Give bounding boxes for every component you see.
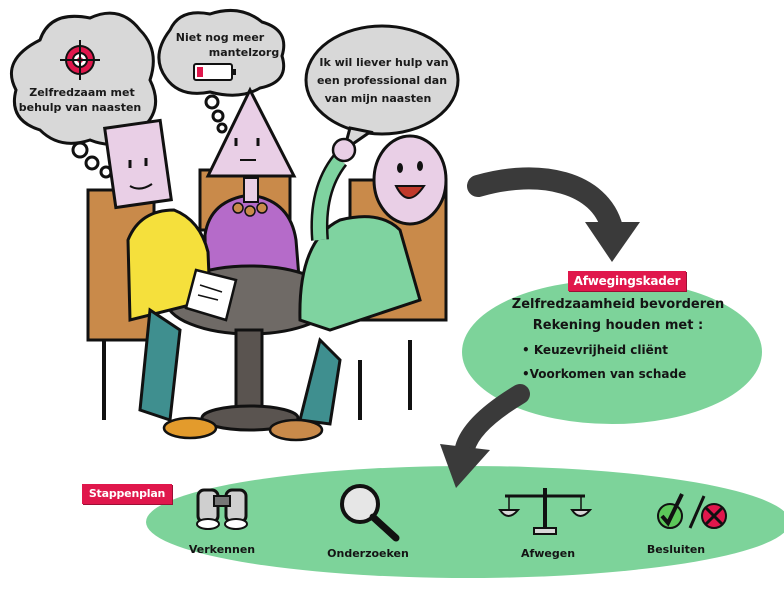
step-label-afwegen: Afwegen <box>520 547 576 560</box>
bubble-left-line1: Zelfredzaam met <box>29 86 134 99</box>
arrow-to-stepplan <box>440 384 530 488</box>
scales-icon <box>498 488 593 535</box>
check-cross-icon <box>657 493 727 529</box>
person-green <box>268 134 448 442</box>
stepplan-title: Stappenplan <box>82 484 172 504</box>
magnifier-icon <box>340 484 400 542</box>
thought-bubble-left: Zelfredzaam met behulp van naasten <box>10 11 158 179</box>
framework-line4: •Voorkomen van schade <box>522 367 687 381</box>
framework-ellipse <box>462 280 762 424</box>
battery-icon <box>193 63 236 81</box>
framework-title: Afwegingskader <box>568 271 686 291</box>
framework-line3: • Keuzevrijheid cliënt <box>522 343 669 357</box>
bubble-middle-line2: mantelzorg <box>209 46 279 59</box>
arrow-to-framework <box>467 167 640 262</box>
speech-bubble-right: Ik wil liever hulp van een professional … <box>304 24 460 154</box>
step-label-besluiten: Besluiten <box>646 543 706 556</box>
binoculars-icon <box>196 488 248 530</box>
framework-line2: Rekening houden met : <box>532 318 704 333</box>
thought-bubble-middle: Niet nog meer mantelzorg <box>157 8 286 134</box>
bubble-right-line3: van mijn naasten <box>325 92 432 105</box>
step-label-verkennen: Verkennen <box>188 543 256 556</box>
framework-line1: Zelfredzaamheid bevorderen <box>511 297 725 312</box>
bubble-middle-line1: Niet nog meer <box>176 31 265 44</box>
step-label-onderzoeken: Onderzoeken <box>327 547 409 560</box>
stepplan-ellipse <box>146 466 784 578</box>
person-yellow <box>103 118 238 440</box>
bubble-right-line2: een professional dan <box>317 74 447 87</box>
bubble-right-line1: Ik wil liever hulp van <box>319 56 448 69</box>
bubble-left-line2: behulp van naasten <box>19 101 142 114</box>
target-icon <box>60 40 100 80</box>
